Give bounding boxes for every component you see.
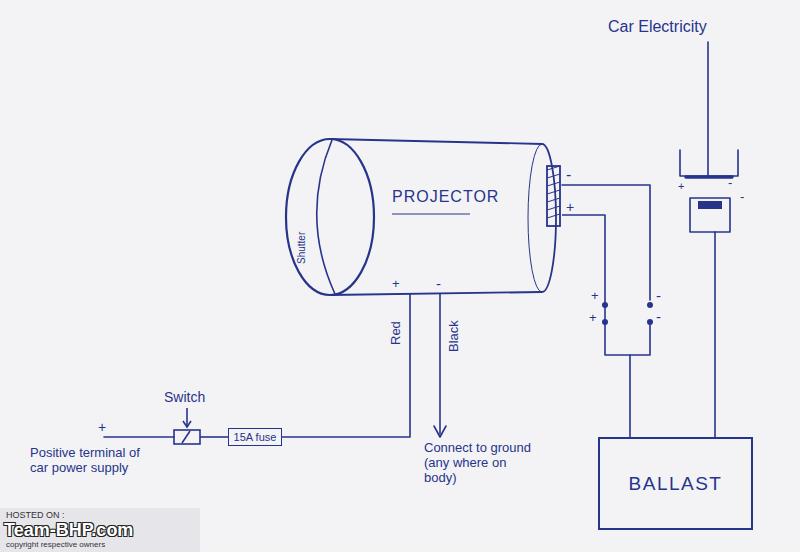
watermark: Team-BHP.com (4, 521, 133, 539)
wire (282, 294, 410, 437)
node-label: 15A fuse (234, 431, 277, 444)
polarity-mark: + (678, 180, 684, 193)
ground-arrow (434, 426, 446, 437)
polarity-mark: - (566, 166, 571, 184)
socket-plug (690, 198, 730, 232)
plug-contact (686, 175, 732, 179)
watermark: copyright respective owners (6, 541, 105, 549)
polarity-mark: - (728, 176, 732, 191)
node-label: BALLAST (629, 473, 723, 495)
watermark: HOSTED ON : (6, 511, 65, 520)
ballast-supply-wire (714, 232, 716, 437)
polarity-mark: - (740, 190, 744, 205)
ground-wire (439, 294, 441, 434)
connector-pin (647, 319, 653, 325)
wire-colour: Red (389, 321, 404, 345)
polarity-mark: + (566, 199, 574, 215)
connector-pin (647, 302, 653, 308)
note: Connect to ground (any where on body) (424, 441, 536, 486)
switch: Switch (160, 388, 210, 448)
car-plug (680, 150, 738, 176)
polarity-mark: - (656, 287, 661, 304)
node-label: PROJECTOR (392, 188, 499, 206)
watermark-band (0, 508, 200, 552)
polarity-mark: - (656, 308, 661, 325)
socket-contact (698, 201, 722, 209)
projector-lens: Shutter (280, 136, 376, 298)
polarity-mark: + (392, 277, 400, 292)
wire (562, 215, 630, 437)
negative-wire (562, 185, 650, 300)
car-wire (707, 42, 709, 176)
fuse-box: 15A fuse (228, 428, 282, 446)
supply-wire (104, 436, 174, 438)
connector-bridge (630, 322, 650, 355)
projector-housing: Shutter PROJECTOR (280, 136, 562, 298)
node-label: Shutter (296, 232, 308, 264)
note: Positive terminal of car power supply (30, 446, 148, 476)
polarity-mark: + (98, 419, 106, 435)
wire-colour: Black (447, 320, 462, 352)
projector-outline (280, 136, 562, 298)
node-label: Switch (164, 389, 205, 405)
supply-label: Car Electricity (608, 18, 707, 36)
ballast-box: BALLAST (598, 437, 753, 530)
wire (200, 436, 228, 438)
polarity-mark: - (436, 275, 441, 292)
polarity-mark: + (591, 289, 599, 304)
lens-outline (280, 136, 376, 298)
polarity-mark: + (589, 311, 597, 326)
